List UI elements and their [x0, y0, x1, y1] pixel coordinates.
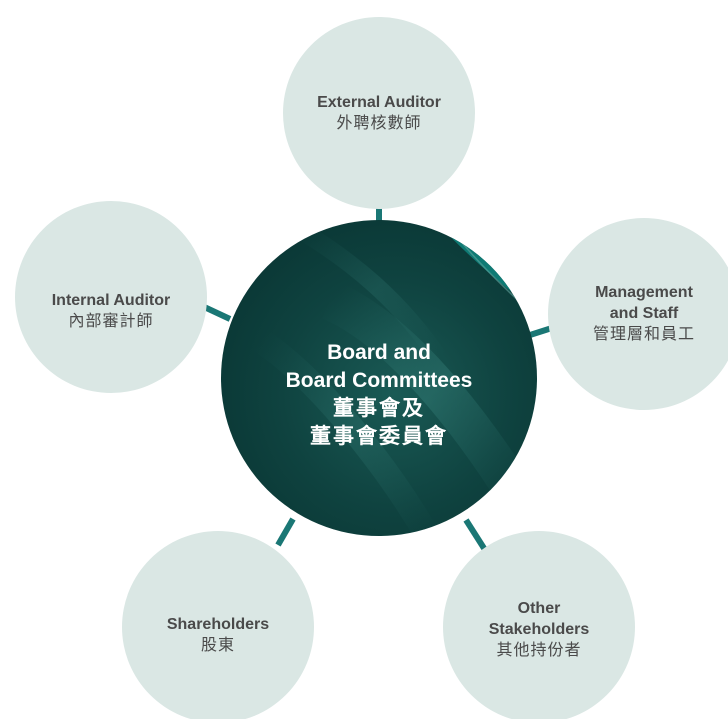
node-circle-external-auditor [283, 17, 475, 209]
node-circle-management-staff [548, 218, 728, 410]
node-circle-other-stakeholders [443, 531, 635, 719]
connector-other-stakeholders [463, 518, 490, 555]
center-node [221, 220, 537, 536]
node-circle-shareholders [122, 531, 314, 719]
connector-shareholders [275, 517, 296, 547]
node-circle-internal-auditor [15, 201, 207, 393]
